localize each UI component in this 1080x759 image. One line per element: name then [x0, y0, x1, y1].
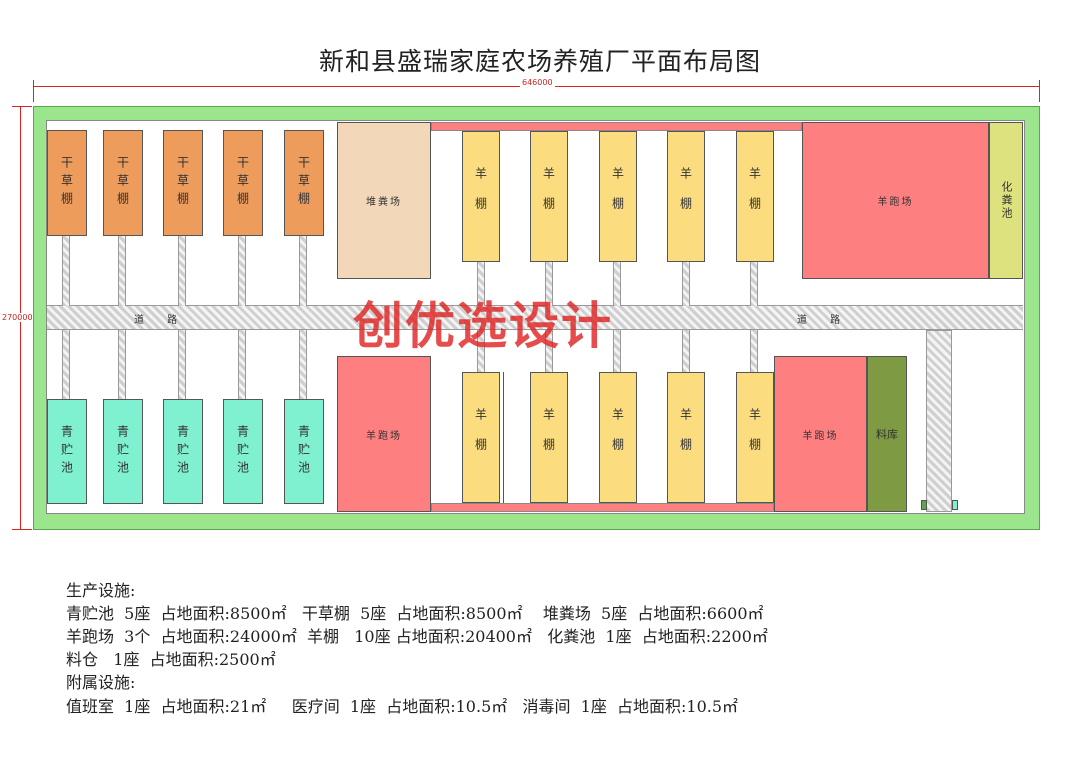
- sheep-run-label: 羊跑场: [877, 197, 914, 208]
- silage-pit-connector: [178, 330, 186, 399]
- hay-shed-connector: [62, 236, 70, 306]
- legend-row: 料仓 1座 占地面积:2500㎡: [66, 650, 276, 669]
- silage-pit: 青贮池: [223, 399, 263, 504]
- top-run-strip: [431, 122, 802, 131]
- sheep-shed-label: 羊棚: [541, 166, 556, 227]
- sheep-shed-connector: [750, 262, 758, 306]
- silage-pit-connector: [62, 330, 70, 399]
- hay-shed: 干草棚: [163, 130, 203, 236]
- sheep-shed: 羊棚: [530, 131, 568, 262]
- sheep-shed-connector: [545, 330, 553, 372]
- compost-pit-label: 化粪池: [1000, 181, 1013, 220]
- hay-shed-label: 干草棚: [115, 156, 130, 210]
- feed-store: 料库: [867, 356, 907, 512]
- silage-pit: 青贮池: [47, 399, 87, 504]
- sheep-shed-label: 羊棚: [610, 166, 625, 227]
- legend-auxiliary-heading: 附属设施:: [66, 673, 136, 692]
- sheep-run: 羊跑场: [774, 356, 867, 512]
- width-dimension-tick-right: [1039, 80, 1040, 102]
- sheep-shed-connector: [613, 330, 621, 372]
- silage-pit: 青贮池: [284, 399, 324, 504]
- sheep-shed: 羊棚: [462, 131, 500, 262]
- divider-line: [503, 372, 504, 503]
- width-dimension-tick-left: [33, 80, 34, 102]
- gate-marker: [952, 500, 958, 510]
- hay-shed-label: 干草棚: [59, 156, 74, 210]
- silage-pit: 青贮池: [163, 399, 203, 504]
- sheep-shed-connector: [682, 330, 690, 372]
- sheep-shed-label: 羊棚: [678, 166, 693, 227]
- sheep-run: 羊跑场: [337, 356, 431, 512]
- sheep-shed: 羊棚: [599, 372, 637, 503]
- manure-yard: 堆粪场: [337, 122, 431, 279]
- legend-row: 羊跑场 3个 占地面积:24000㎡ 羊棚 10座 占地面积:20400㎡ 化粪…: [66, 627, 768, 646]
- sheep-shed-connector: [682, 262, 690, 306]
- sheep-shed-label: 羊棚: [747, 407, 762, 468]
- sheep-shed-label: 羊棚: [610, 407, 625, 468]
- silage-pit-label: 青贮池: [175, 424, 190, 479]
- gate-marker: [921, 500, 927, 510]
- sheep-shed-label: 羊棚: [473, 407, 488, 468]
- sheep-shed-label: 羊棚: [541, 407, 556, 468]
- page-title: 新和县盛瑞家庭农场养殖厂平面布局图: [318, 47, 761, 76]
- sheep-shed-label: 羊棚: [678, 407, 693, 468]
- compost-pit: 化粪池: [989, 122, 1023, 279]
- sheep-shed-connector: [477, 330, 485, 372]
- silage-pit: 青贮池: [103, 399, 143, 504]
- road-label-right: 道 路: [797, 315, 851, 326]
- hay-shed-connector: [178, 236, 186, 306]
- sheep-shed: 羊棚: [599, 131, 637, 262]
- road-label-left: 道 路: [134, 315, 188, 326]
- hay-shed: 干草棚: [47, 130, 87, 236]
- sheep-shed: 羊棚: [667, 131, 705, 262]
- legend-production-heading: 生产设施:: [66, 581, 136, 600]
- feed-store-label: 料库: [876, 428, 898, 441]
- hay-shed-label: 干草棚: [175, 156, 190, 210]
- silage-pit-connector: [299, 330, 307, 399]
- bottom-run-strip: [431, 503, 774, 512]
- sheep-shed-connector: [750, 330, 758, 372]
- sheep-shed: 羊棚: [462, 372, 500, 503]
- legend-row: 值班室 1座 占地面积:21㎡ 医疗间 1座 占地面积:10.5㎡ 消毒间 1座…: [66, 697, 739, 716]
- hay-shed-label: 干草棚: [235, 156, 250, 210]
- height-dimension-label: 270000: [2, 313, 33, 322]
- sheep-run-label: 羊跑场: [802, 430, 839, 442]
- hay-shed-label: 干草棚: [296, 156, 311, 210]
- sheep-run: 羊跑场: [802, 122, 989, 279]
- sheep-shed-connector: [477, 262, 485, 306]
- sheep-shed-connector: [545, 262, 553, 306]
- manure-yard-label: 堆粪场: [366, 197, 402, 208]
- width-dimension-label: 646000: [520, 78, 555, 87]
- silage-pit-label: 青贮池: [296, 424, 311, 479]
- silage-pit-label: 青贮池: [235, 424, 250, 479]
- watermark: 创优选设计: [353, 297, 613, 355]
- silage-pit-connector: [118, 330, 126, 399]
- hay-shed: 干草棚: [223, 130, 263, 236]
- sheep-shed: 羊棚: [667, 372, 705, 503]
- sheep-shed-connector: [613, 262, 621, 306]
- hay-shed: 干草棚: [103, 130, 143, 236]
- sheep-shed-label: 羊棚: [747, 166, 762, 227]
- sheep-shed: 羊棚: [736, 372, 774, 503]
- main-road: [47, 305, 1023, 330]
- silage-pit-label: 青贮池: [59, 424, 74, 479]
- silage-pit-label: 青贮池: [115, 424, 130, 479]
- height-dimension-tick-bottom: [12, 529, 32, 530]
- legend-row: 青贮池 5座 占地面积:8500㎡ 干草棚 5座 占地面积:8500㎡ 堆粪场 …: [66, 604, 764, 623]
- silage-pit-connector: [238, 330, 246, 399]
- hay-shed-connector: [118, 236, 126, 306]
- sheep-shed: 羊棚: [736, 131, 774, 262]
- hay-shed-connector: [238, 236, 246, 306]
- sheep-run-label: 羊跑场: [366, 430, 402, 442]
- side-road: [926, 330, 952, 512]
- hay-shed-connector: [299, 236, 307, 306]
- sheep-shed: 羊棚: [530, 372, 568, 503]
- height-dimension-tick-top: [12, 106, 32, 107]
- sheep-shed-label: 羊棚: [473, 166, 488, 227]
- hay-shed: 干草棚: [284, 130, 324, 236]
